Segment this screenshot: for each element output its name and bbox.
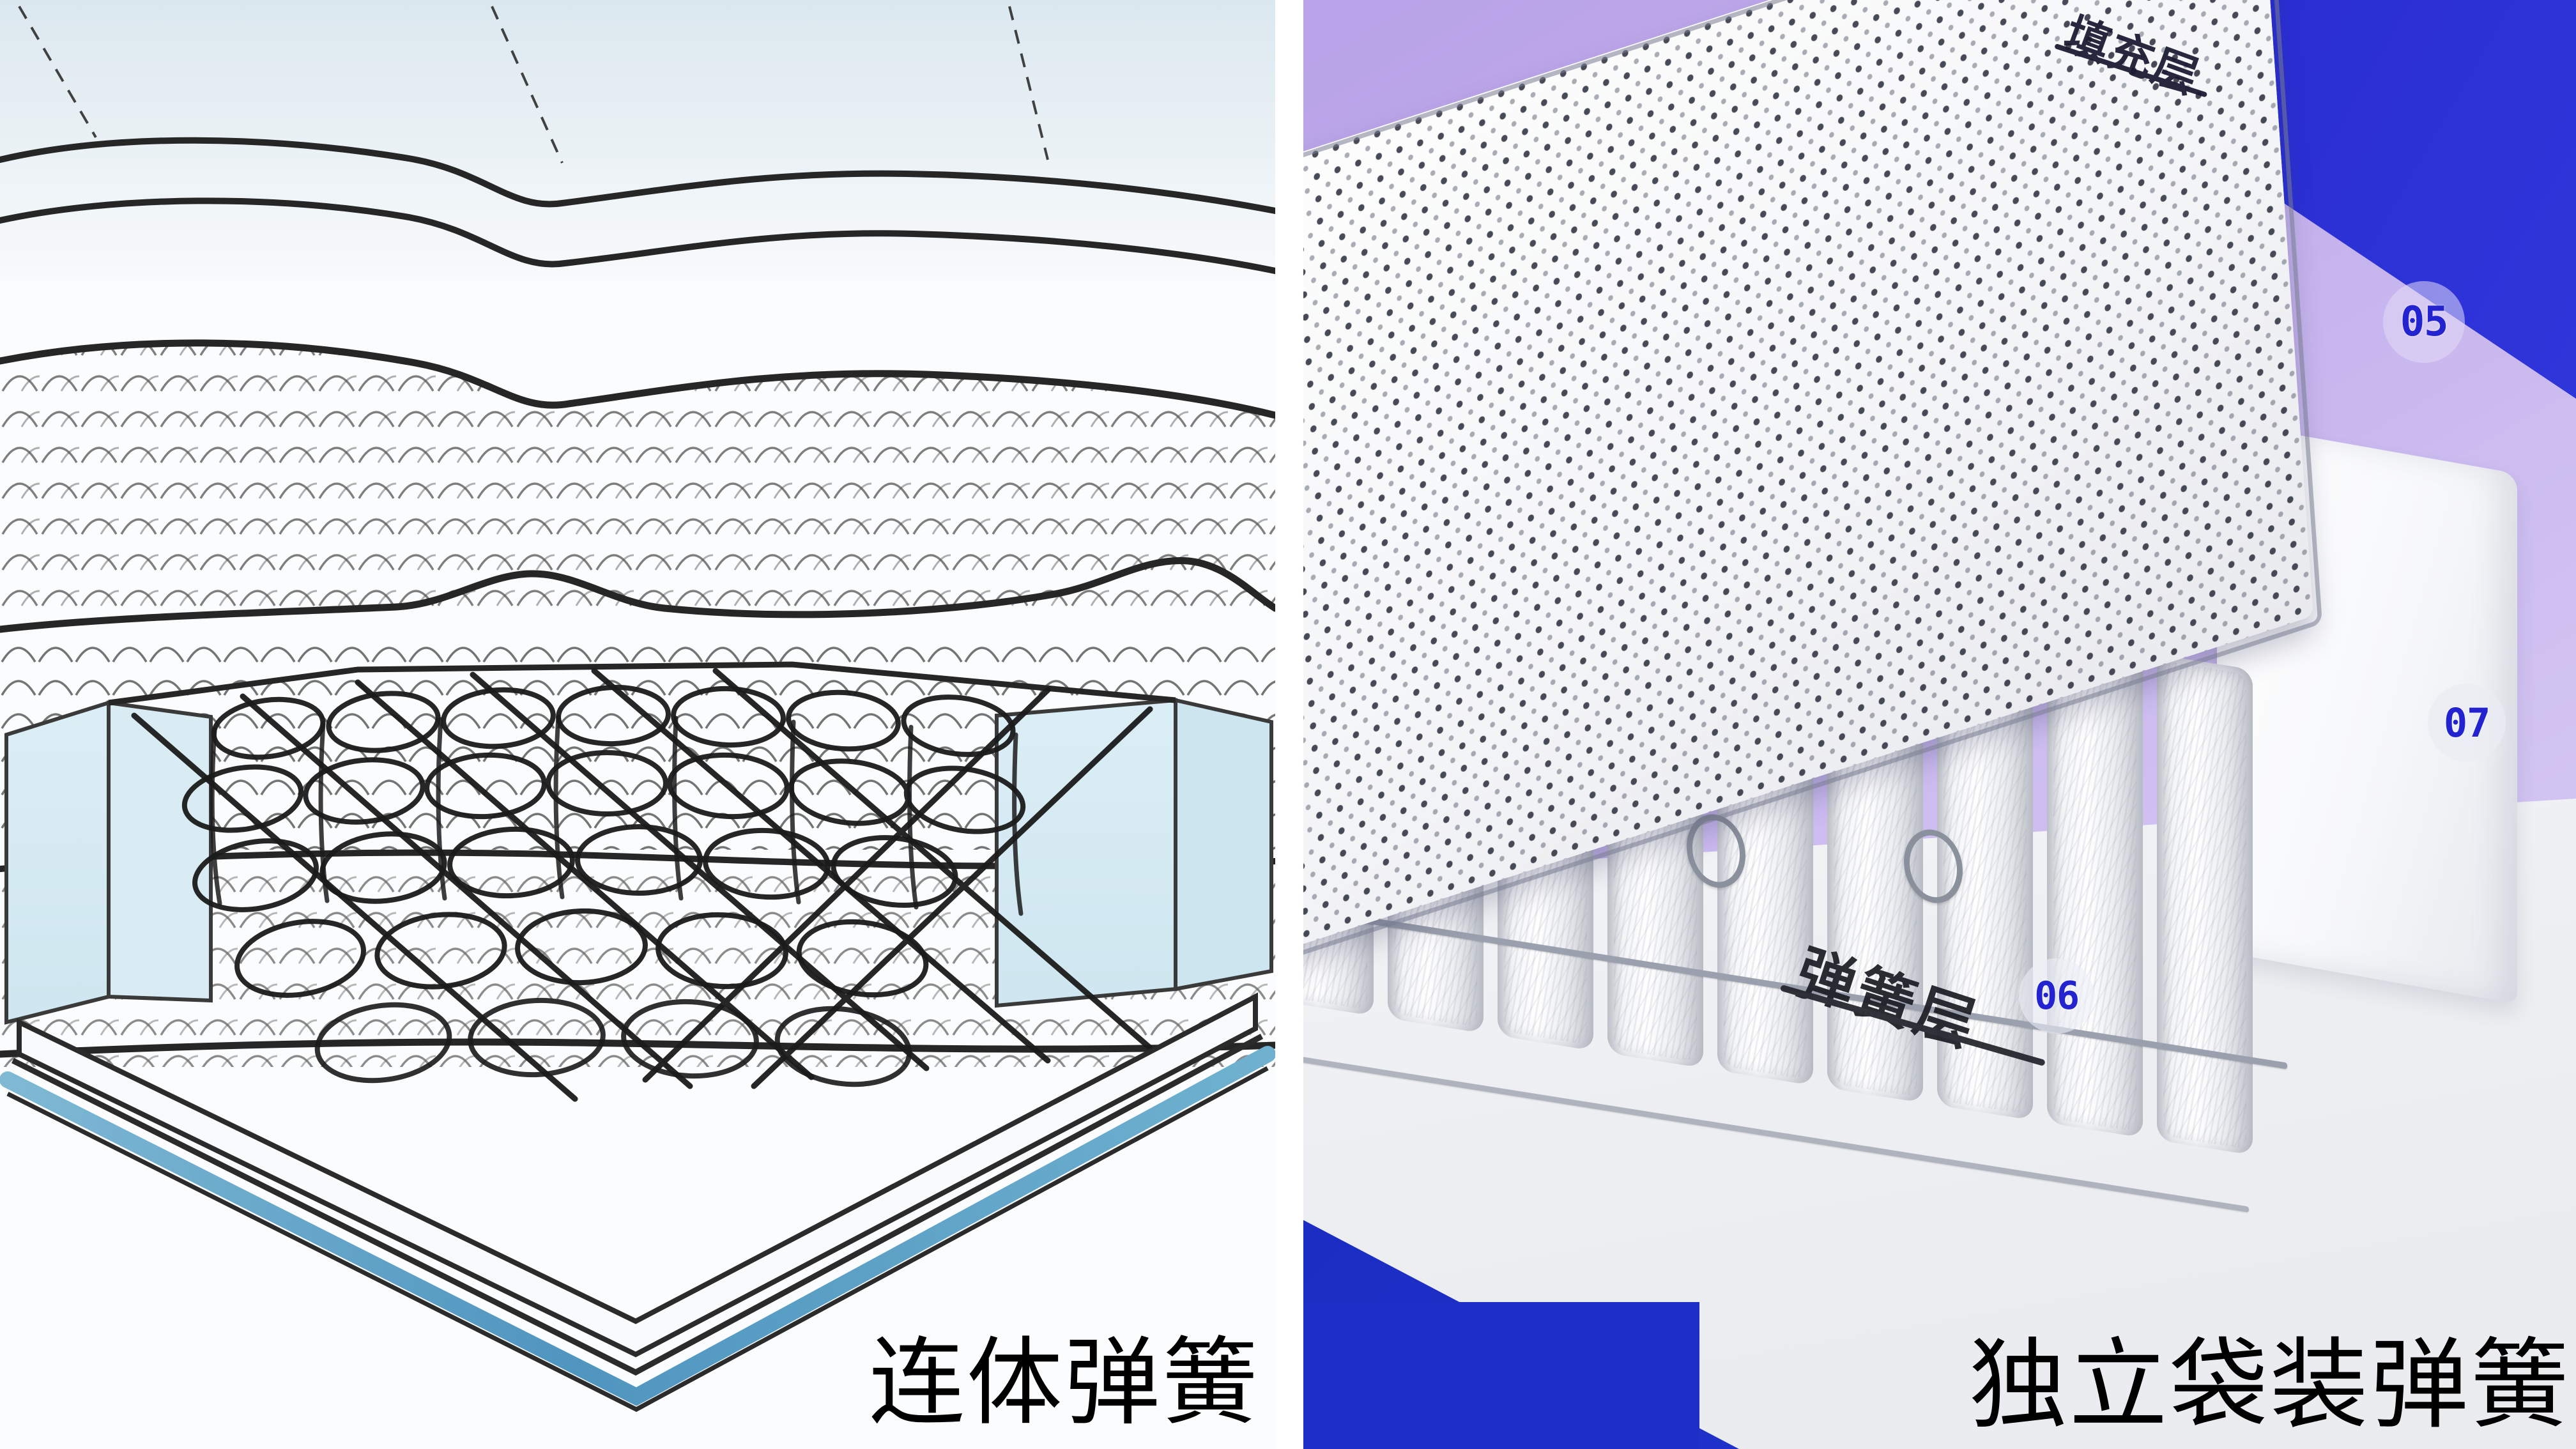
pocket-coil: [2047, 637, 2143, 1138]
caption-bonnell-spring: 连体弹簧: [868, 1328, 1260, 1439]
caption-pocket-spring: 独立袋装弹簧: [1968, 1328, 2571, 1443]
bonnell-cutaway-drawing: [0, 0, 1275, 1449]
badge-05: 05: [2383, 281, 2465, 363]
badge-06: 06: [2019, 958, 2094, 1034]
panel-pocket-spring: 填充层 弹簧层 05 06 07 独立袋装弹簧: [1303, 0, 2576, 1449]
blue-corner-bottom-edge: [1303, 1302, 1699, 1449]
panel-divider: [1275, 0, 1303, 1449]
pocket-coil: [2157, 654, 2253, 1156]
badge-07: 07: [2428, 684, 2506, 762]
panel-bonnell-spring: 连体弹簧: [0, 0, 1275, 1449]
